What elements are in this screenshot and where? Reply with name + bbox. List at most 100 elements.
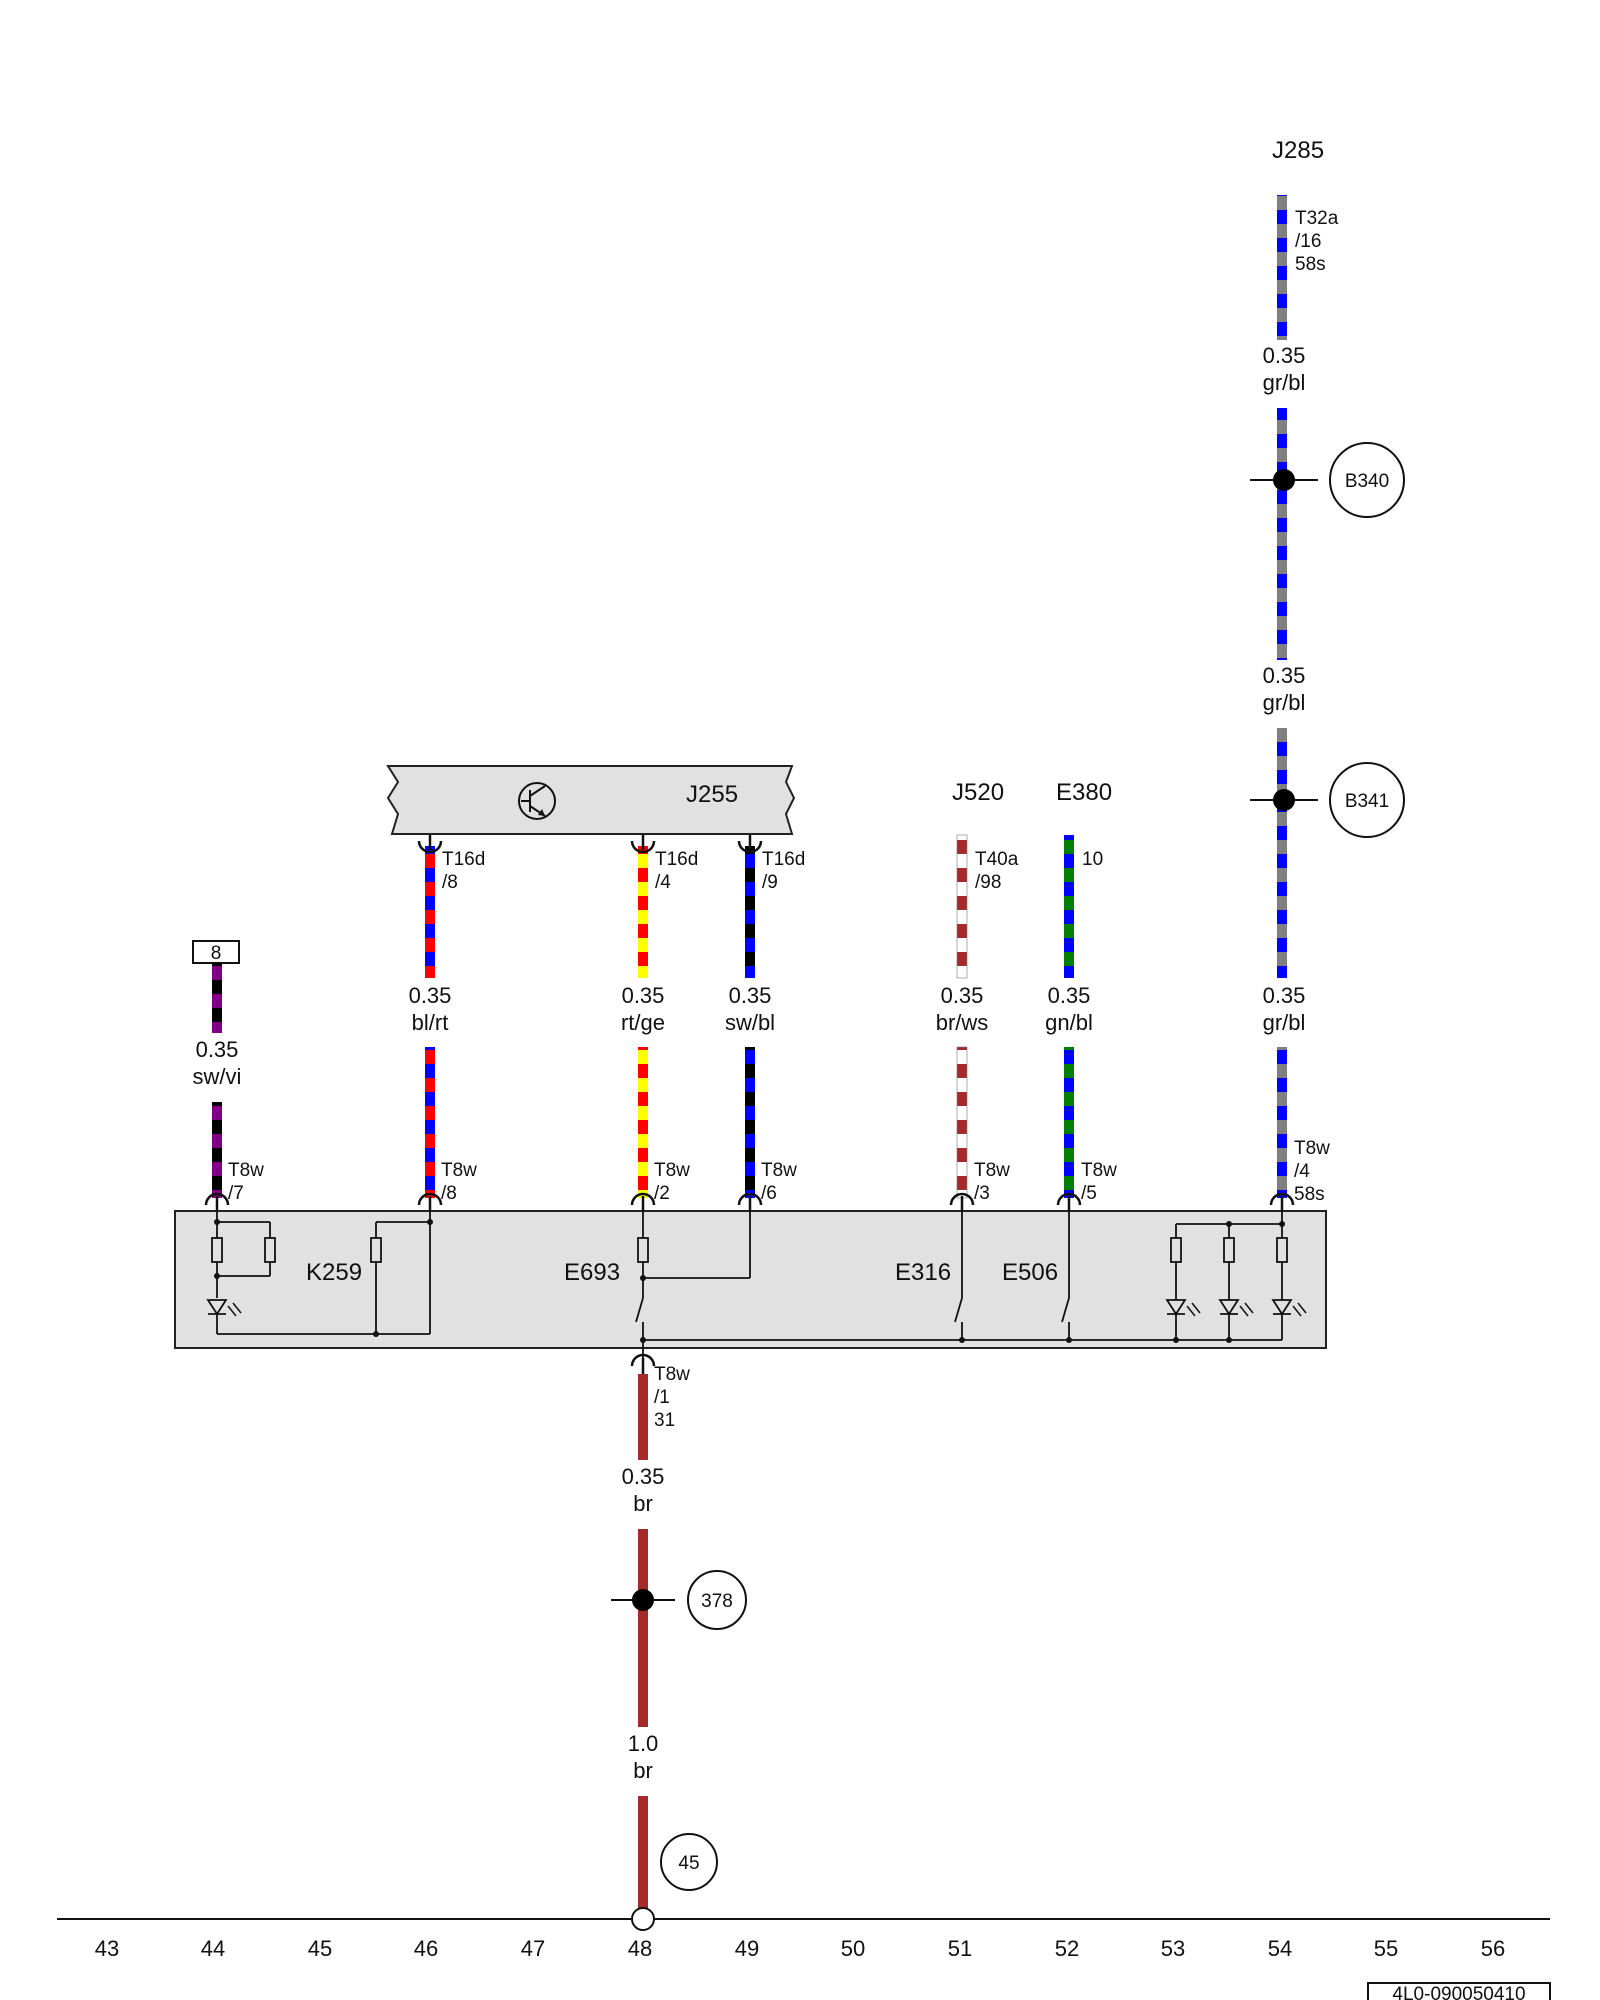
wire-size: 0.35: [622, 983, 665, 1008]
connector-pin: /98: [975, 872, 1001, 893]
connector-name: T32a: [1295, 208, 1339, 229]
component-label-j285: J285: [1272, 137, 1324, 164]
wire-segment: [1277, 1047, 1287, 1198]
wire-segment: [1064, 1047, 1074, 1198]
wire-bl-rt: T16d /8 0.35 bl/rt T8w /8: [409, 846, 485, 1204]
connector-pin: /4: [655, 872, 671, 893]
wire-segment: [1277, 408, 1287, 660]
grid-number: 47: [521, 1936, 545, 1961]
wire-segment: [638, 1374, 648, 1460]
wire-size: 0.35: [196, 1037, 239, 1062]
wire-br-ws: J520 T40a /98 0.35 br/ws T8w /3: [936, 779, 1019, 1204]
wire-color-code: sw/vi: [193, 1064, 242, 1089]
wire-segment: [212, 963, 222, 1033]
led-light-rays: [227, 1302, 1307, 1317]
transistor-icon: [518, 782, 556, 820]
wire-color-code: bl/rt: [412, 1010, 449, 1035]
wire-color-code: br: [633, 1758, 653, 1783]
ground-point-label: 45: [678, 1853, 699, 1874]
connector-name: T8w: [761, 1160, 797, 1181]
grid-number: 52: [1055, 1936, 1079, 1961]
wire-segment: [745, 1047, 755, 1198]
wire-size: 0.35: [1263, 343, 1306, 368]
wire-color-code: gn/bl: [1045, 1010, 1093, 1035]
connector-name: T8w: [228, 1160, 264, 1181]
connector-name: T40a: [975, 849, 1019, 870]
wire-color-code: gr/bl: [1263, 1010, 1306, 1035]
ground-wire: T8w /1 31 0.35 br 1.0 br: [622, 1364, 690, 1908]
wire-size: 0.35: [729, 983, 772, 1008]
wire-segment: [638, 1529, 648, 1727]
wire-size: 0.35: [941, 983, 984, 1008]
wire-size: 0.35: [1263, 663, 1306, 688]
ground-point-45: 45: [660, 1833, 718, 1891]
grid-number: 44: [201, 1936, 225, 1961]
connector-pin: /8: [442, 872, 458, 893]
connector-pin: /6: [761, 1183, 777, 1204]
connector-pin2: 58s: [1294, 1184, 1325, 1205]
wire-segment: [745, 846, 755, 978]
connector-pin: /7: [228, 1183, 244, 1204]
connector-pin: /3: [974, 1183, 990, 1204]
wire-segment: [638, 846, 648, 978]
grid-number: 49: [735, 1936, 759, 1961]
grid-number: 43: [95, 1936, 119, 1961]
splice-378: 378: [611, 1570, 747, 1630]
grid-number: 54: [1268, 1936, 1292, 1961]
panel-label-e506: E506: [1002, 1259, 1058, 1286]
splice-label: 378: [701, 1591, 733, 1612]
wire-color-code: gr/bl: [1263, 370, 1306, 395]
connector-pin: /8: [441, 1183, 457, 1204]
splice-label: B340: [1345, 471, 1389, 492]
wire-gr-bl: J285 T32a /16 58s 0.35 gr/bl 0.35 gr/bl …: [1263, 137, 1339, 1205]
connector-pin: /9: [762, 872, 778, 893]
connector-pin: /1: [654, 1387, 670, 1408]
splice-b340: B340: [1250, 442, 1405, 518]
component-label-j520: J520: [952, 779, 1004, 806]
doc-id-box: [1367, 1982, 1551, 2000]
j255-box: [386, 765, 796, 835]
connector-name: T16d: [762, 849, 805, 870]
connector-pin: /5: [1081, 1183, 1097, 1204]
grid-number: 46: [414, 1936, 438, 1961]
wire-segment: [638, 1047, 648, 1198]
wire-segment: [956, 834, 968, 979]
wire-segment: [425, 1047, 435, 1198]
connector-name: T8w: [654, 1364, 690, 1385]
wire-color-code: gr/bl: [1263, 690, 1306, 715]
connector-name: T8w: [441, 1160, 477, 1181]
wire-segment: [956, 1046, 968, 1199]
connector-name: T16d: [655, 849, 698, 870]
wire-segment: [1277, 195, 1287, 340]
grid-number: 48: [628, 1936, 652, 1961]
grid-number: 55: [1374, 1936, 1398, 1961]
grid-number: 53: [1161, 1936, 1185, 1961]
connector-name: T16d: [442, 849, 485, 870]
wire-size: 0.35: [409, 983, 452, 1008]
connector-pin: /2: [654, 1183, 670, 1204]
j255-label: J255: [686, 781, 738, 808]
grid-number: 45: [308, 1936, 332, 1961]
connector-pin: /16: [1295, 231, 1321, 252]
wire-color-code: rt/ge: [621, 1010, 665, 1035]
wire-size: 0.35: [622, 1464, 665, 1489]
wire-segment: [1064, 835, 1074, 978]
doc-id: 4L0-090050410: [1392, 1984, 1525, 2000]
splice-label: B341: [1345, 791, 1389, 812]
connector-pin: 10: [1082, 849, 1103, 870]
wire-color-code: br/ws: [936, 1010, 989, 1035]
connector-box-label: 8: [211, 943, 222, 964]
wire-segment: [212, 1102, 222, 1198]
wire-sw-bl: T16d /9 0.35 sw/bl T8w /6: [725, 846, 805, 1204]
connector-pin2: 58s: [1295, 254, 1326, 275]
panel-label-e693: E693: [564, 1259, 620, 1286]
wire-segment: [638, 1796, 648, 1908]
wire-rt-ge: T16d /4 0.35 rt/ge T8w /2: [621, 846, 698, 1204]
connector-name: T8w: [1081, 1160, 1117, 1181]
wire-size: 0.35: [1048, 983, 1091, 1008]
wire-gn-bl: E380 10 0.35 gn/bl T8w /5: [1045, 779, 1117, 1204]
connector-symbols: [204, 834, 1295, 1374]
connector-name: T8w: [654, 1160, 690, 1181]
grid-number: 56: [1481, 1936, 1505, 1961]
